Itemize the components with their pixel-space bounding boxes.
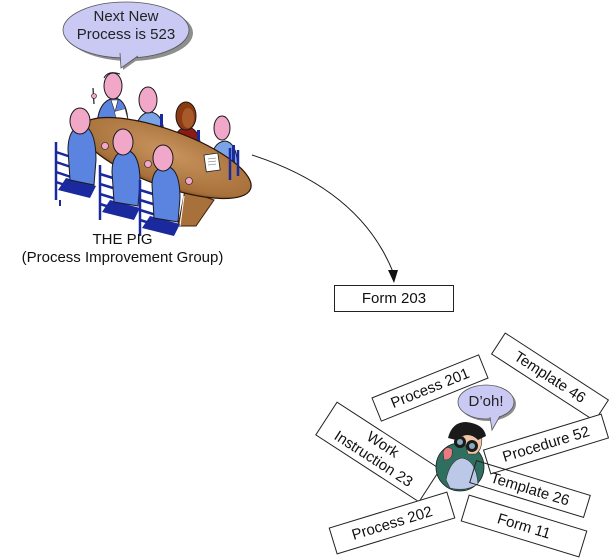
speech-bubble-pig [62,1,193,70]
form-203-label: Form 203 [361,290,427,307]
speech-bubble-pig-text: Next New Process is 523 [63,8,189,44]
person-front-2 [98,128,152,220]
speech-bubble-doh-text: D’oh! [458,393,514,411]
person-front-1 [54,107,109,206]
curved-arrow [251,154,398,283]
pig-caption-title: THE PIG [92,231,153,248]
speech-bubble-doh [457,384,516,432]
speech-line-2: Process is 523 [76,26,176,43]
person-front-3 [138,144,193,236]
meeting-table-clipart [54,72,252,236]
speech-line-1: Next New [93,8,159,25]
form-203-box: Form 203 [334,285,454,312]
doh-text: D’oh! [468,393,504,410]
pig-caption-subtitle: (Process Improvement Group) [21,249,224,266]
pig-caption: THE PIG (Process Improvement Group) [0,231,245,267]
